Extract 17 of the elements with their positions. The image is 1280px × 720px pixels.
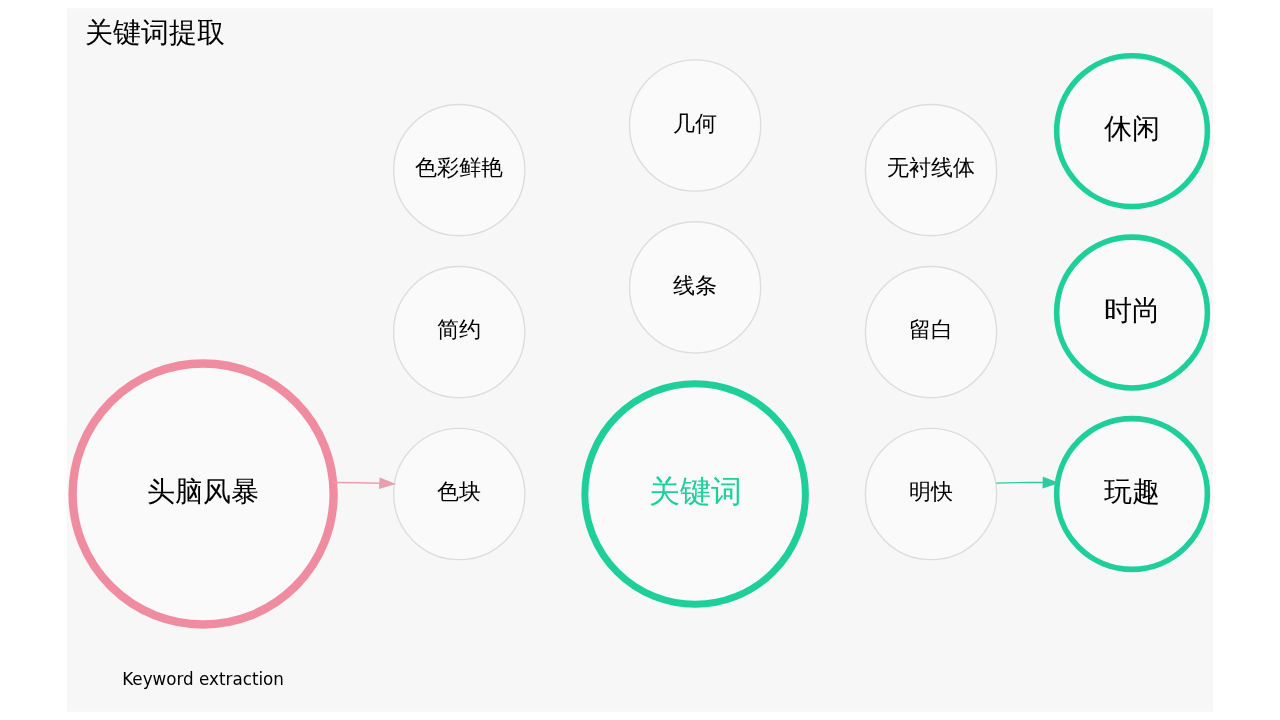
node-circle: 简约 [392,265,526,399]
node-circle: 留白 [864,265,998,399]
node-circle: 休闲 [1053,52,1211,210]
node-circle: 玩趣 [1053,415,1211,573]
node-circle: 色彩鲜艳 [392,103,526,237]
node-circle: 关键词 [581,380,809,608]
node-circle: 明快 [864,427,998,561]
node-circle: 线条 [628,221,762,354]
node-circle: 色块 [392,427,526,561]
node-circle: 头脑风暴 [68,359,338,629]
arrow [995,476,1060,489]
node-circle: 无衬线体 [864,103,998,237]
node-circle: 时尚 [1053,234,1211,391]
diagram-title: 关键词提取 [84,15,225,49]
label: Keyword extraction [122,669,284,690]
arrow [332,477,397,490]
node-circle: 几何 [628,59,762,192]
